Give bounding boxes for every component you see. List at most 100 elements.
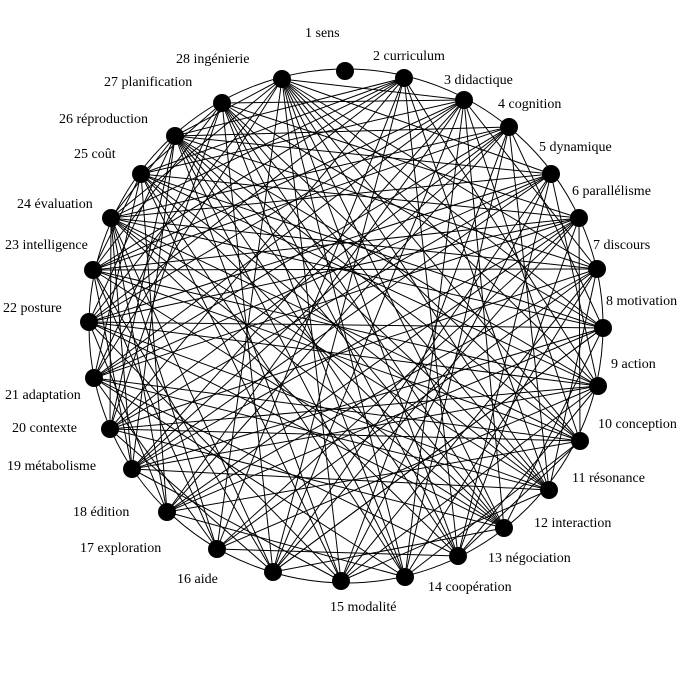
edge-6-17 (216, 217, 580, 550)
edge-16-24 (110, 217, 274, 573)
edge-14-25 (140, 173, 406, 578)
edge-2-11 (403, 77, 550, 491)
edge-11-26 (174, 135, 550, 491)
edge-18-24 (110, 217, 168, 513)
edge-3-27 (221, 99, 465, 104)
edge-7-18 (166, 268, 598, 513)
edge-2-20 (109, 77, 405, 430)
edge-13-26 (174, 135, 459, 557)
edge-11-19 (131, 468, 550, 491)
edge-16-20 (109, 428, 274, 573)
edge-4-26 (174, 126, 510, 137)
edge-14-18 (166, 511, 406, 578)
node-22 (80, 313, 98, 331)
edge-12-25 (140, 173, 505, 529)
node-3 (455, 91, 473, 109)
edge-9-26 (174, 135, 599, 387)
node-13 (449, 547, 467, 565)
edge-3-7 (463, 99, 598, 270)
edge-15-22 (88, 321, 342, 582)
edge-10-13 (457, 440, 581, 557)
edge-20-26 (109, 135, 176, 430)
edge-3-14 (404, 99, 465, 578)
node-label-16: 16 aide (177, 572, 218, 587)
edge-8-18 (166, 327, 604, 513)
edge-12-24 (110, 217, 505, 529)
edge-9-23 (92, 269, 599, 387)
node-7 (588, 260, 606, 278)
edge-12-20 (109, 428, 505, 529)
edge-2-26 (174, 77, 405, 137)
edge-5-28 (281, 78, 552, 175)
edge-15-19 (131, 468, 342, 582)
edge-12-23 (92, 269, 505, 529)
node-label-27: 27 planification (104, 75, 192, 90)
node-label-23: 23 intelligence (5, 238, 88, 253)
edge-8-28 (281, 78, 604, 329)
node-label-22: 22 posture (3, 301, 62, 316)
edge-10-27 (221, 102, 581, 442)
edge-10-28 (281, 78, 581, 442)
edge-9-22 (88, 321, 599, 387)
node-label-6: 6 parallélisme (572, 184, 651, 199)
edge-13-24 (110, 217, 459, 557)
edge-12-26 (174, 135, 505, 529)
node-26 (166, 127, 184, 145)
edge-4-8 (508, 126, 604, 329)
edge-16-27 (221, 102, 274, 573)
edge-5-20 (109, 173, 552, 430)
edge-6-13 (457, 217, 580, 557)
node-24 (102, 209, 120, 227)
node-21 (85, 369, 103, 387)
node-label-9: 9 action (611, 357, 656, 372)
node-5 (542, 165, 560, 183)
edge-7-17 (216, 268, 598, 550)
node-label-8: 8 motivation (606, 294, 677, 309)
node-label-26: 26 réproduction (59, 112, 148, 127)
node-2 (395, 69, 413, 87)
edge-4-14 (404, 126, 510, 578)
node-label-28: 28 ingénierie (176, 52, 249, 67)
node-25 (132, 165, 150, 183)
edge-10-18 (166, 440, 581, 513)
node-label-3: 3 didactique (444, 73, 513, 88)
edge-6-10 (578, 217, 581, 442)
edge-6-25 (140, 173, 580, 219)
node-1 (336, 62, 354, 80)
node-18 (158, 503, 176, 521)
node-label-4: 4 cognition (498, 97, 561, 112)
edge-7-15 (340, 268, 598, 582)
edge-8-25 (140, 173, 604, 329)
edge-4-21 (93, 126, 510, 379)
edge-3-18 (166, 99, 465, 513)
edge-2-23 (92, 77, 405, 271)
edge-3-12 (463, 99, 505, 529)
node-12 (495, 519, 513, 537)
edge-2-24 (110, 77, 405, 219)
node-label-21: 21 adaptation (5, 388, 81, 403)
edge-7-11 (548, 268, 598, 491)
edge-11-27 (221, 102, 550, 491)
node-20 (101, 420, 119, 438)
edge-6-27 (221, 102, 580, 219)
edge-10-21 (93, 377, 581, 442)
edge-4-11 (508, 126, 550, 491)
node-label-2: 2 curriculum (373, 49, 445, 64)
edge-17-24 (110, 217, 218, 550)
node-11 (540, 481, 558, 499)
node-label-17: 17 exploration (80, 541, 161, 556)
node-label-20: 20 contexte (12, 421, 77, 436)
edge-12-27 (221, 102, 505, 529)
node-17 (208, 540, 226, 558)
edge-22-26 (88, 135, 176, 323)
node-label-19: 19 métabolisme (7, 459, 96, 474)
edge-20-24 (109, 217, 112, 430)
edge-3-28 (281, 78, 465, 101)
node-label-18: 18 édition (73, 505, 129, 520)
node-label-25: 25 coût (74, 147, 116, 162)
node-14 (396, 568, 414, 586)
edge-11-22 (88, 321, 550, 491)
node-label-7: 7 discours (593, 238, 650, 253)
node-4 (500, 118, 518, 136)
